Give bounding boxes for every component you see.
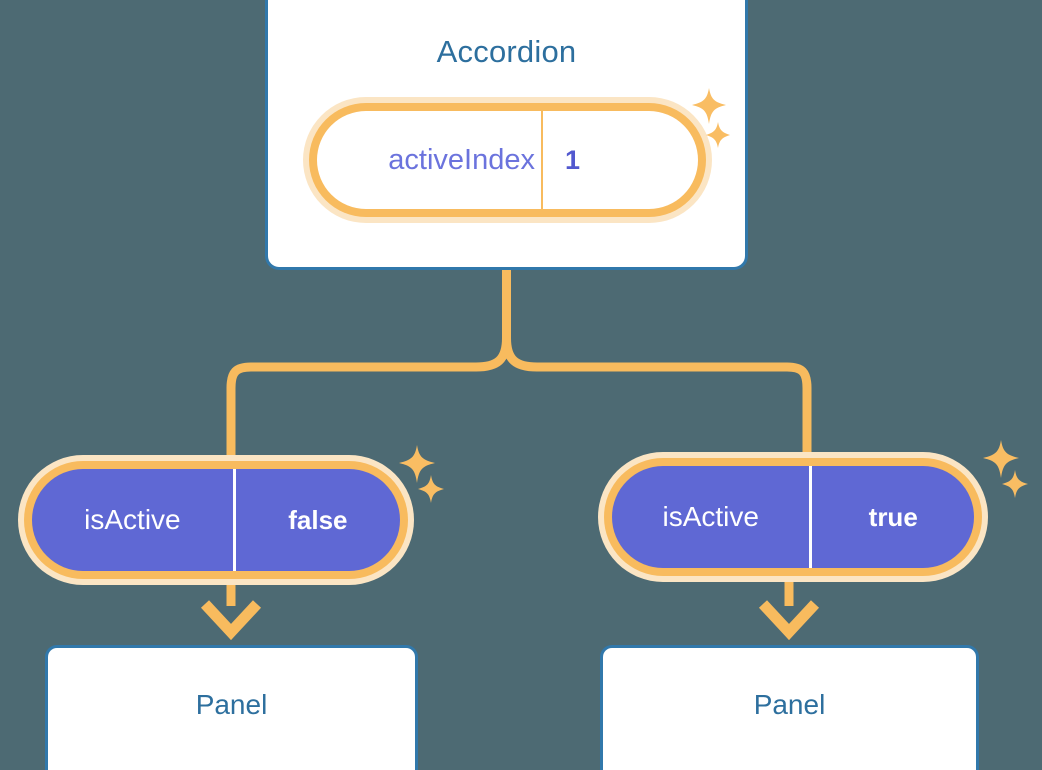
prop-value-isactive-right: true [809,466,974,568]
panel-card-right-title: Panel [753,689,826,720]
accordion-card-title: Accordion [436,34,577,69]
pill-body: isActive false [32,469,400,571]
pill-body: isActive true [612,466,974,568]
connector-branch-right [502,337,812,470]
connector-branch-left [226,337,511,470]
prop-value-isactive-left: false [232,469,400,571]
panel-card-right[interactable]: Panel [600,645,979,770]
panel-card-left-title: Panel [195,689,268,720]
prop-pill-isactive-false[interactable]: isActive false [18,455,414,585]
prop-value-activeindex: 1 [541,111,698,209]
arrow-down-icon-left [200,600,262,641]
pill-body: activeIndex 1 [317,111,698,209]
prop-key-isactive-left: isActive [84,504,181,535]
prop-key-isactive-right: isActive [662,501,759,532]
prop-pill-isactive-true[interactable]: isActive true [598,452,988,582]
panel-card-left[interactable]: Panel [45,645,418,770]
prop-key-activeindex: activeIndex [388,143,535,176]
prop-pill-activeindex[interactable]: activeIndex 1 [303,97,712,223]
arrow-down-icon-right [758,600,820,641]
